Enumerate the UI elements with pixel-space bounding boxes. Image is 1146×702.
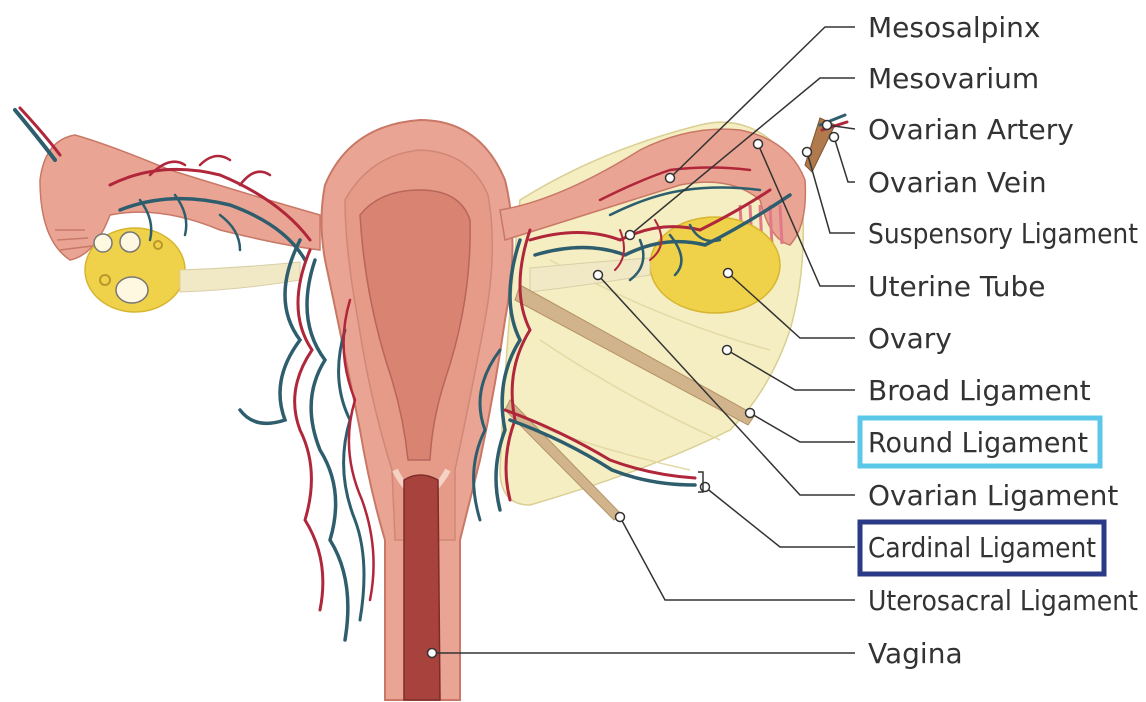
label-ovarian-ligament: Ovarian Ligament [868, 479, 1118, 512]
label-vagina: Vagina [868, 637, 963, 670]
label-mesovarium: Mesovarium [868, 62, 1039, 95]
label-broad-ligament: Broad Ligament [868, 374, 1091, 407]
label-uterine-tube: Uterine Tube [868, 270, 1045, 303]
label-ovarian-vein: Ovarian Vein [868, 166, 1047, 199]
label-ovary: Ovary [868, 322, 952, 355]
left-ovarian-ligament [180, 262, 300, 292]
vaginal-canal [404, 475, 440, 700]
label-round-ligament: Round Ligament [868, 426, 1088, 459]
label-uterosacral-ligament: Uterosacral Ligament [868, 584, 1138, 617]
label-mesosalpinx: Mesosalpinx [868, 11, 1041, 44]
label-ovarian-artery: Ovarian Artery [868, 113, 1074, 146]
label-cardinal-ligament: Cardinal Ligament [868, 531, 1096, 564]
label-suspensory-ligament: Suspensory Ligament [868, 217, 1138, 250]
right-ovary [650, 217, 780, 313]
